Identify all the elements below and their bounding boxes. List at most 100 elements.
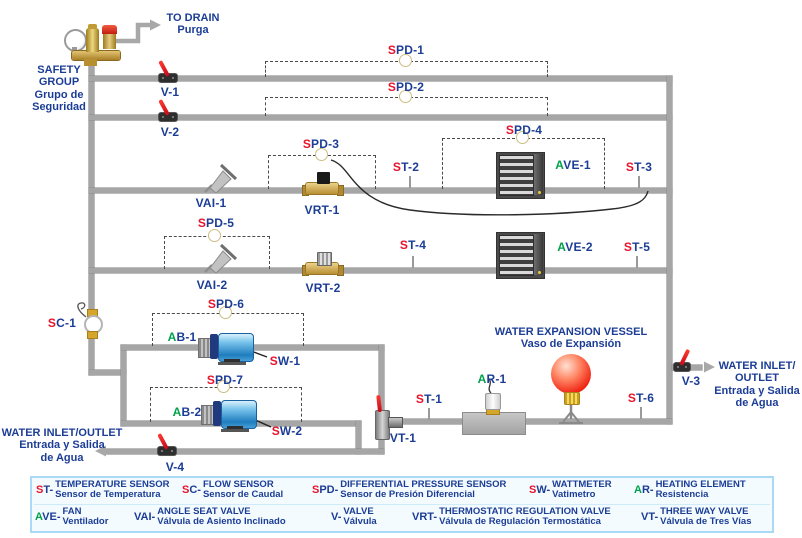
tag-ar1: AR-1 xyxy=(477,372,507,386)
legend-abbr: VAI- xyxy=(134,511,156,524)
spd1-sensor-icon xyxy=(399,54,412,67)
spd2-sensor-icon xyxy=(399,90,412,103)
legend-abbr: SW- xyxy=(529,484,551,497)
fan-indicator-dot xyxy=(538,191,541,194)
drain-pipe xyxy=(116,22,150,44)
tag-sw1: SW-1 xyxy=(269,354,301,368)
v2-valve xyxy=(159,113,177,121)
bolt-dot xyxy=(161,450,163,452)
st4-sensor-tick xyxy=(412,256,414,268)
legend-abbr: ST- xyxy=(36,484,54,497)
tag-spd7: SPD-7 xyxy=(206,373,244,387)
fan-side-panel xyxy=(534,234,543,275)
fan-louvers xyxy=(499,155,534,196)
ave1-fan xyxy=(496,152,545,199)
vrt2-flange-right xyxy=(337,265,344,276)
pump-body xyxy=(218,333,254,362)
tag-v3: V-3 xyxy=(681,374,701,388)
ab1-pump xyxy=(198,330,256,365)
st5-sensor-tick xyxy=(636,256,638,268)
tag-st3: ST-3 xyxy=(625,160,653,174)
spd4-sensor-icon xyxy=(516,131,529,144)
v1-valve xyxy=(159,74,177,82)
pipe-pump-loop-right xyxy=(379,345,384,454)
ar1-heater-box xyxy=(462,412,526,435)
fan-side-panel xyxy=(534,154,543,195)
st1-sensor-tick xyxy=(428,408,430,420)
tag-spd3: SPD-3 xyxy=(302,137,340,151)
bolt-dot xyxy=(677,366,679,368)
sc1-bottom-nut xyxy=(87,331,98,339)
vrt1-flange-right xyxy=(337,185,344,196)
pump-base xyxy=(224,359,240,363)
tag-st1: ST-1 xyxy=(415,392,443,406)
legend-abbr: V- xyxy=(331,511,342,524)
manifold-base xyxy=(84,59,97,66)
tag-st4: ST-4 xyxy=(399,238,427,252)
tag-vrt2: VRT-2 xyxy=(305,281,341,295)
safety-manifold xyxy=(72,51,120,60)
tag-spd4: SPD-4 xyxy=(505,123,543,137)
vt1-right-port xyxy=(388,417,403,428)
tag-ave1: AVE-1 xyxy=(555,158,591,172)
bolt-dot xyxy=(685,366,687,368)
st6-sensor-tick xyxy=(640,407,642,419)
pipe-right-vertical xyxy=(667,76,672,424)
tag-st5: ST-5 xyxy=(623,240,651,254)
spd6-sensor-icon xyxy=(219,306,232,319)
tag-spd1: SPD-1 xyxy=(387,43,425,57)
expansion-vessel-sphere xyxy=(551,354,591,394)
tag-spd2: SPD-2 xyxy=(387,80,425,94)
safety-valve-body xyxy=(103,33,116,49)
pipe-pump2-drop xyxy=(356,421,361,454)
fan-louvers xyxy=(499,235,534,276)
pipe-branch1 xyxy=(89,76,672,81)
ave2-fan xyxy=(496,232,545,279)
pump-foot xyxy=(218,362,246,365)
tag-v2: V-2 xyxy=(160,125,180,139)
gauge-stem xyxy=(72,47,77,53)
tag-ab1: AB-1 xyxy=(167,330,197,344)
tag-st6: ST-6 xyxy=(627,391,655,405)
pipe-branch4 xyxy=(89,268,672,273)
ar1-element-cylinder xyxy=(485,393,501,410)
st3-sensor-tick xyxy=(638,176,640,188)
vrt2-thermo-head xyxy=(317,252,332,266)
st2-sensor-tick xyxy=(409,176,411,188)
pump-ring xyxy=(210,334,218,359)
tag-ave2: AVE-2 xyxy=(557,240,593,254)
legend-abbr: AVE- xyxy=(35,511,61,524)
expansion-vessel-fitting xyxy=(564,392,580,405)
v4-valve xyxy=(158,447,176,455)
legend-abbr: SC- xyxy=(182,484,201,497)
pump-foot xyxy=(221,429,249,432)
drain-arrow-icon xyxy=(150,19,161,31)
tag-vai2: VAI-2 xyxy=(196,278,228,292)
pipe-left-vertical xyxy=(89,58,94,375)
pump-body xyxy=(221,400,257,429)
legend-abbr: SPD- xyxy=(312,484,339,497)
pipe-left-elbow xyxy=(89,370,126,375)
tag-ab2: AB-2 xyxy=(172,405,202,419)
sc1-handle xyxy=(77,302,87,318)
tag-vt1: VT-1 xyxy=(389,431,417,445)
fan-indicator-dot xyxy=(538,271,541,274)
bolt-dot xyxy=(171,450,173,452)
pipe-pump-loop-left xyxy=(121,345,126,426)
legend-abbr: AR- xyxy=(634,484,654,497)
